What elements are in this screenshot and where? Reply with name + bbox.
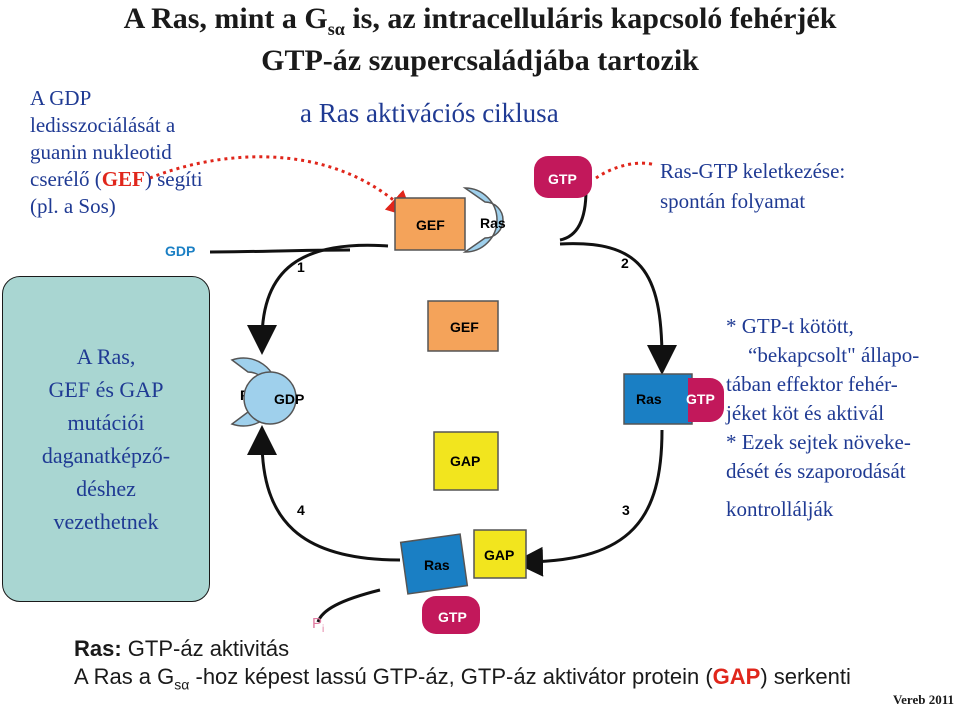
cycle-title: a Ras aktivációs ciklusa [300, 98, 559, 128]
gtp-label-bottom: GTP [438, 609, 467, 625]
footer-line-2-text: A Ras a G [74, 664, 175, 689]
step-number-1: 1 [297, 259, 305, 275]
step-number-2: 2 [621, 255, 629, 271]
title-text: A Ras, mint a G [123, 2, 328, 35]
cycle-arrow-1 [247, 243, 389, 355]
footer-line-1-text: GTP-áz aktivitás [121, 636, 290, 661]
effector-note-line: jéket köt és aktivál [726, 401, 885, 425]
gdp-label-left: GDP [274, 391, 304, 407]
ras-gtp-pointer [595, 161, 656, 180]
effector-note-line: tában effektor fehér- [726, 372, 898, 396]
footer-ras-bold: Ras: [74, 636, 122, 661]
ras-shape-bottom [399, 533, 469, 595]
effector-note-line: * GTP-t kötött, [726, 314, 854, 338]
gdp-label: GDP [165, 243, 195, 259]
footer-subscript: sα [174, 676, 190, 693]
side-note-line: cserélő (GEF) segíti [30, 166, 203, 193]
gef-block-center-label: GEF [450, 319, 479, 335]
effector-note-line: kontrollálják [726, 497, 834, 521]
footer-line-2-text: ) serkenti [760, 664, 851, 689]
effector-note-line: “bekapcsolt" állapo- [748, 343, 920, 367]
cycle-arrow-4 [247, 425, 401, 562]
ras-gtp-note: Ras-GTP keletkezése: spontán folyamat [660, 156, 845, 216]
gdp-release-arrow [209, 248, 351, 254]
effector-note-text: bekapcsolt" állapo- [757, 343, 920, 367]
gef-block-top-label: GEF [416, 217, 445, 233]
side-note-line: A GDP [30, 86, 92, 110]
title-subscript: sα [327, 19, 345, 39]
side-note-text: ) segíti [144, 167, 203, 191]
gap-label-bottom: GAP [484, 547, 514, 563]
gef-block-center [427, 300, 499, 352]
ras-shape-top [462, 187, 504, 253]
side-note-line: (pl. a Sos) [30, 194, 116, 218]
mutation-box-line: A Ras, [76, 344, 136, 369]
cycle-arrow-3 [513, 429, 664, 577]
gtp-entry-arrow [559, 189, 588, 242]
effector-note-line: * Ezek sejtek növeke- [726, 430, 911, 454]
gtp-shape-top [534, 156, 592, 198]
page-subtitle: GTP-áz szupercsaládjába tartozik [261, 44, 699, 77]
page-title: A Ras, mint a Gsα is, az intracelluláris… [0, 2, 960, 46]
pi-release-arrow [316, 588, 381, 623]
phosphate-label: P [312, 615, 322, 632]
gap-block-bottom [473, 529, 527, 579]
ras-label-bottom: Ras [424, 557, 450, 573]
mutation-box-line: vezethetnek [53, 509, 159, 534]
step-number-3: 3 [622, 502, 630, 518]
mutation-box-line: déshez [76, 476, 136, 501]
ras-gtp-note-line: spontán folyamat [660, 189, 806, 213]
gtp-shape-bottom [422, 596, 480, 634]
footer-line-2: A Ras a Gsα -hoz képest lassú GTP-áz, GT… [74, 664, 851, 692]
phosphate-subscript: i [322, 624, 324, 635]
title-text-continued: is, az intracelluláris kapcsoló fehérjék [344, 2, 837, 35]
ras-label-top: Ras [480, 215, 506, 231]
gtp-label-top: GTP [548, 171, 577, 187]
gap-block-center [433, 431, 499, 491]
gap-highlight: GAP [712, 664, 761, 689]
gef-block-top [394, 197, 466, 251]
ras-gtp-note-line: Ras-GTP keletkezése: [660, 159, 846, 183]
side-note-text: cserélő ( [30, 167, 102, 191]
author-credit: Vereb 2011 [892, 692, 954, 707]
effector-note-line: dését és szaporodását [726, 459, 906, 483]
mutation-box-line: daganatképző- [41, 443, 171, 468]
gef-highlight: GEF [101, 167, 145, 191]
footer-line-1: Ras: GTP-áz aktivitás [74, 636, 289, 662]
mutation-box-line: mutációi [67, 410, 145, 435]
gtp-label-right: GTP [686, 391, 715, 407]
mutation-box-line: GEF és GAP [48, 377, 164, 402]
ras-shape-right [623, 373, 693, 425]
side-note-line: ledisszociálását a [30, 113, 176, 137]
gdp-shape-left [243, 371, 297, 425]
step-number-4: 4 [297, 502, 305, 518]
cycle-arrow-2 [559, 242, 677, 375]
gef-side-note: A GDP ledisszociálását a guanin nukleoti… [30, 85, 203, 220]
mutation-box: A Ras, GEF és GAP mutációi daganatképző-… [2, 276, 210, 602]
gtp-shape-right [688, 378, 724, 422]
gef-pointer-arrow [149, 155, 414, 219]
ras-label-right: Ras [636, 391, 662, 407]
side-note-line: guanin nukleotid [30, 140, 172, 164]
effector-note: * GTP-t kötött, “bekapcsolt" állapo- táb… [726, 312, 919, 524]
gap-block-center-label: GAP [450, 453, 480, 469]
footer-line-2-text: -hoz képest lassú GTP-áz, GTP-áz aktivát… [189, 664, 713, 689]
